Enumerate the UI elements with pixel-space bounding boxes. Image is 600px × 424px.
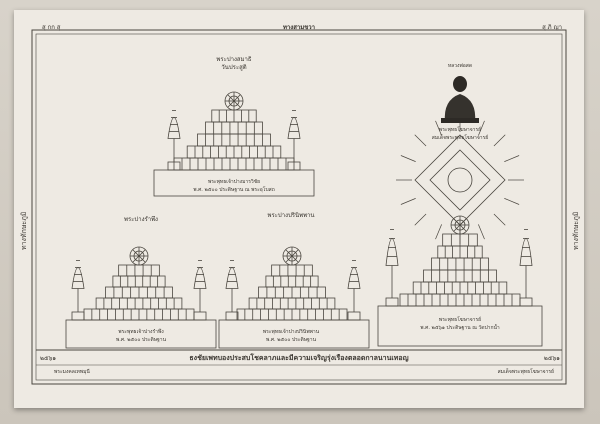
inner-border — [35, 33, 563, 381]
bottom-banner: ธงชัยเพทบองประสบโชคลาภและมีความเจริญรุ่ง… — [189, 354, 409, 362]
panel-detail-2: พ.ศ. ๒๕๐๐ ประดิษฐาน — [265, 337, 317, 343]
spire-0-right — [287, 110, 301, 171]
spire-3-left — [385, 229, 399, 307]
pyramid-1 — [83, 246, 195, 321]
diamond-grid — [414, 134, 506, 226]
panel-title-1: พระปางรำพึง — [124, 216, 158, 223]
panel-title-0: พระปางสมาธิ — [216, 56, 252, 63]
yantra-diagram — [31, 29, 567, 385]
footer-right: สมเด็จพระพุทธโฆษาจารย์ — [497, 369, 554, 375]
top-center-label: ทางสามขวา — [282, 24, 316, 31]
spire-1-right — [193, 260, 207, 321]
panel-detail-0: พ.ศ. ๒๕๐๐ ประดิษฐาน ณ พระอุโบสถ — [193, 187, 275, 193]
panel-caption-1: พระพุทธเจ้าปางรำพึง — [118, 329, 164, 335]
panel-caption-0: พระพุทธเจ้าปางมารวิชัย — [207, 179, 261, 185]
monk-caption: พระพุทธโฆษาจารย์ — [438, 127, 482, 133]
panel-detail-1: พ.ศ. ๒๕๐๐ ประดิษฐาน — [115, 337, 167, 343]
spire-2-left — [225, 260, 239, 321]
monk-portrait — [441, 76, 479, 123]
spire-2-right — [347, 260, 361, 321]
panel-caption-3: พระพุทธโฆษาจารย์ — [438, 317, 482, 323]
panel-title-3: สมเด็จพระพุทธโฆษาจารย์ — [431, 135, 489, 141]
bottom-left-date: ๒๕๖๑ — [40, 355, 57, 362]
panel-caption-2: พระพุทธเจ้าปางปรินิพพาน — [262, 329, 320, 335]
footer-left: พระมงคลเทพมุนี — [54, 369, 90, 375]
monk-sub: หลวงพ่อสด — [447, 63, 473, 69]
spire-1-left — [71, 260, 85, 321]
left-side-label: ทางทักษะภูมิ — [20, 211, 28, 250]
top-right-label: สุ ภิ ญา — [542, 24, 562, 31]
panel-title-2: พระปางปรินิพพาน — [267, 212, 315, 219]
right-side-label: ทางทักษะภูมิ — [572, 211, 580, 250]
outer-border — [31, 29, 567, 385]
paper-sheet: ทางสามขวา สุ กก สุ สุ ภิ ญา ทางทักษะภูมิ… — [14, 10, 584, 408]
top-left-label: สุ กก สุ — [42, 24, 61, 31]
spire-3-right — [519, 229, 533, 307]
bottom-right-date: ๒๕๖๑ — [543, 355, 560, 362]
pyramid-2 — [236, 246, 348, 321]
spire-0-left — [167, 110, 181, 171]
panel-detail-3: พ.ศ. ๒๕๖๑ ประดิษฐาน ณ วัดปากน้ำ — [420, 325, 500, 331]
pyramid-0 — [173, 91, 295, 171]
panel-subtitle-0: วันประสูติ — [221, 64, 247, 71]
